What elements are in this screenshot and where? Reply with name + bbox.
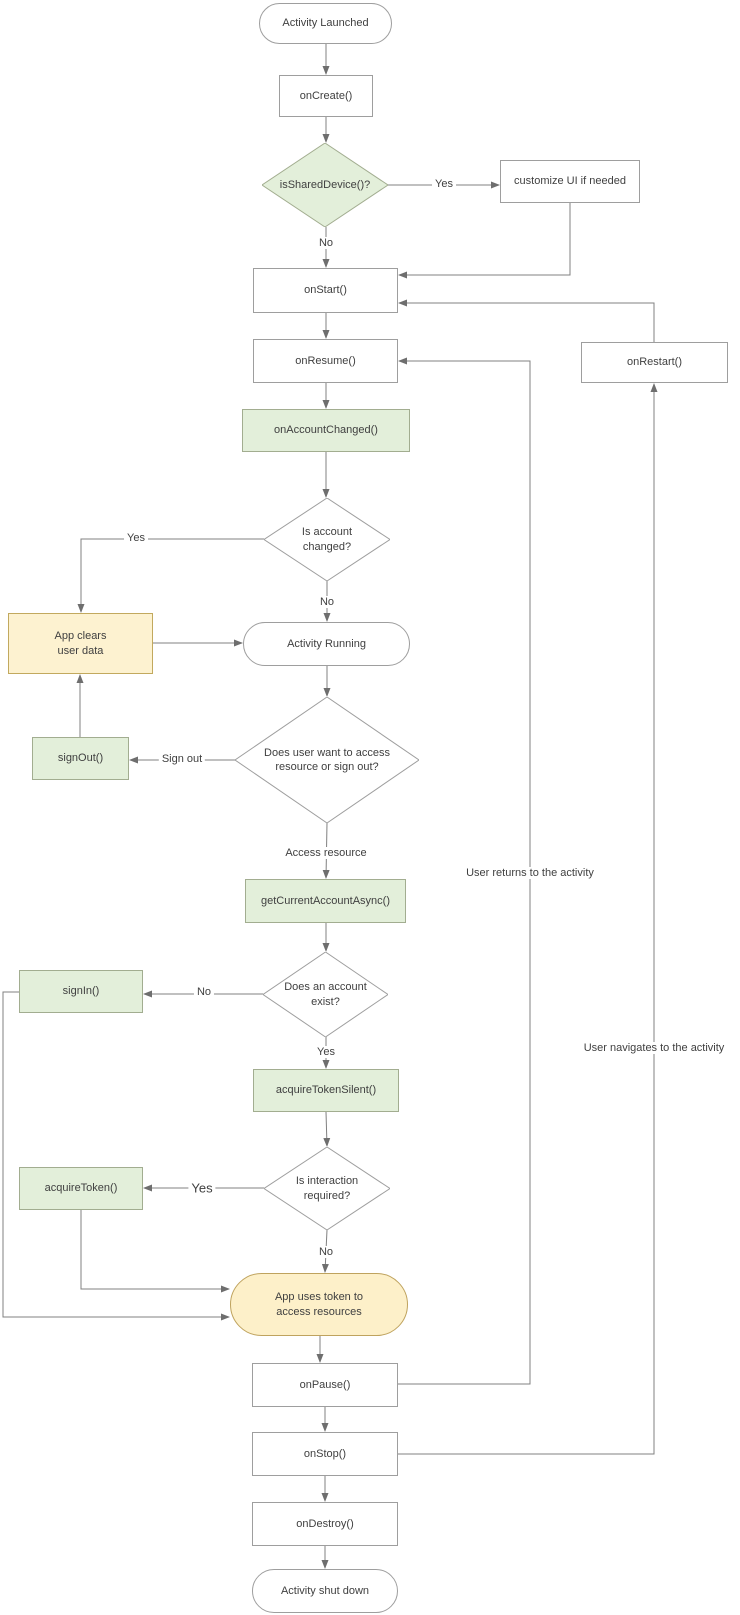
node-onpause: onPause() [252, 1363, 398, 1407]
node-activity-running: Activity Running [243, 622, 410, 666]
diamond-shape [263, 952, 388, 1037]
node-label: acquireToken() [44, 1182, 118, 1195]
edge-signin-to-tokenstadium [2, 991, 230, 1321]
node-label: signOut() [57, 752, 104, 765]
node-label: onRestart() [626, 356, 683, 369]
node-label: Activity Running [287, 637, 366, 650]
node-label: onAccountChanged() [274, 424, 378, 437]
node-signin: signIn() [19, 970, 143, 1013]
decision-does-account-exist: Does an account exist? [263, 952, 388, 1037]
node-label: Is interaction required? [295, 1175, 359, 1202]
edge-label-account-yes: Yes [314, 1046, 338, 1058]
node-ondestroy: onDestroy() [252, 1502, 398, 1546]
node-onaccountchanged: onAccountChanged() [242, 409, 410, 452]
node-label: getCurrentAccountAsync() [261, 894, 390, 907]
node-label: signIn() [62, 985, 100, 998]
edge-onrestart-to-onstart [398, 299, 655, 342]
decision-is-interaction-required: Is interaction required? [264, 1147, 390, 1230]
node-label: App clears user data [54, 630, 107, 657]
edge-label-changed-no: No [316, 596, 338, 608]
edge-silent-to-interaction [323, 1111, 331, 1147]
node-label: onStop() [303, 1447, 347, 1460]
edge-label-user-navigates: User navigates to the activity [580, 1042, 728, 1054]
edge-accountchanged-yes-to-appclears [77, 538, 264, 613]
node-label: Activity shut down [280, 1584, 370, 1597]
diamond-shape [262, 143, 388, 227]
edge-onstop-to-onrestart [398, 383, 658, 1455]
node-label: onResume() [295, 354, 356, 367]
edge-label-interaction-yes: Yes [188, 1180, 216, 1196]
edge-label-account-no: No [193, 986, 215, 998]
node-label: Is account changed? [301, 526, 353, 553]
node-label: customize UI if needed [514, 175, 626, 188]
node-label: onPause() [299, 1378, 351, 1391]
edge-acquiretoken-to-tokenstadium [80, 1210, 230, 1293]
node-label: App uses token to access resources [274, 1291, 364, 1318]
decision-is-shared-device: isSharedDevice()? [262, 143, 388, 227]
node-activity-launched: Activity Launched [259, 3, 392, 44]
node-label: onDestroy() [296, 1517, 354, 1530]
node-onstart: onStart() [253, 268, 398, 313]
decision-is-account-changed: Is account changed? [264, 498, 390, 581]
edge-customize-to-onstart [398, 203, 571, 279]
node-label: onCreate() [299, 89, 353, 102]
edge-label-changed-yes: Yes [124, 532, 148, 544]
node-onresume: onResume() [253, 339, 398, 383]
node-label: Does user want to access resource or sig… [264, 746, 390, 773]
diamond-shape [264, 1147, 390, 1230]
decision-does-user-want: Does user want to access resource or sig… [235, 697, 419, 823]
node-customize-ui: customize UI if needed [500, 160, 640, 203]
node-label: isSharedDevice()? [279, 178, 371, 191]
node-signout: signOut() [32, 737, 129, 780]
node-acquiretokensilent: acquireTokenSilent() [253, 1069, 399, 1112]
node-onrestart: onRestart() [581, 342, 728, 383]
edge-label-shared-no: No [315, 237, 337, 249]
node-oncreate: onCreate() [279, 75, 373, 117]
edge-label-shared-yes: Yes [432, 178, 456, 190]
edge-label-user-returns: User returns to the activity [463, 867, 597, 879]
node-label: onStart() [304, 284, 347, 297]
node-activity-shut-down: Activity shut down [252, 1569, 398, 1613]
node-label: Activity Launched [282, 17, 369, 30]
diamond-shape [235, 697, 419, 823]
node-app-uses-token: App uses token to access resources [230, 1273, 408, 1336]
diamond-shape [264, 498, 390, 581]
node-onstop: onStop() [252, 1432, 398, 1476]
edge-label-access-resource: Access resource [282, 847, 370, 859]
edge-label-interaction-no: No [315, 1246, 337, 1258]
node-app-clears-user-data: App clears user data [8, 613, 153, 674]
node-label: acquireTokenSilent() [275, 1084, 377, 1097]
node-acquiretoken: acquireToken() [19, 1167, 143, 1210]
edge-label-sign-out: Sign out [158, 753, 206, 765]
node-label: Does an account exist? [284, 981, 367, 1008]
node-getcurrentaccountasync: getCurrentAccountAsync() [245, 879, 406, 923]
